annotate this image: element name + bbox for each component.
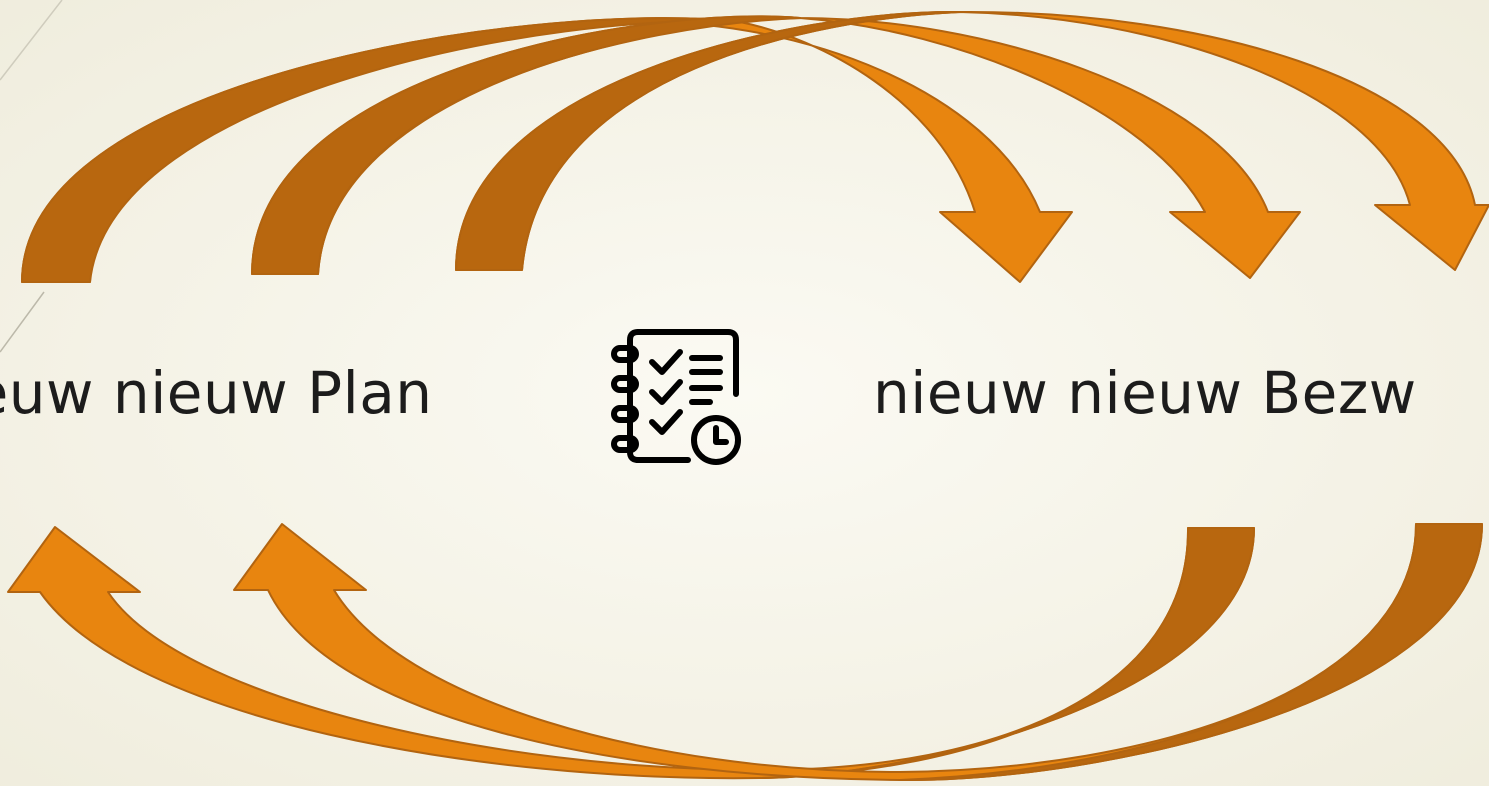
cycle-label-left: ieuw nieuw Plan	[0, 359, 433, 427]
curved-arrow-bottom-1	[7, 526, 1255, 780]
decorative-line	[0, 291, 45, 353]
checklist-clock-icon	[611, 329, 741, 465]
curved-arrow-bottom-1-shade	[759, 527, 1255, 779]
curved-arrow-top-3-shade	[455, 10, 961, 271]
cycle-label-right: nieuw nieuw Bezw	[873, 359, 1417, 427]
curved-arrow-top-2-shade	[251, 15, 801, 275]
curved-arrow-bottom-2-shade	[899, 523, 1483, 782]
decorative-line	[0, 0, 63, 81]
